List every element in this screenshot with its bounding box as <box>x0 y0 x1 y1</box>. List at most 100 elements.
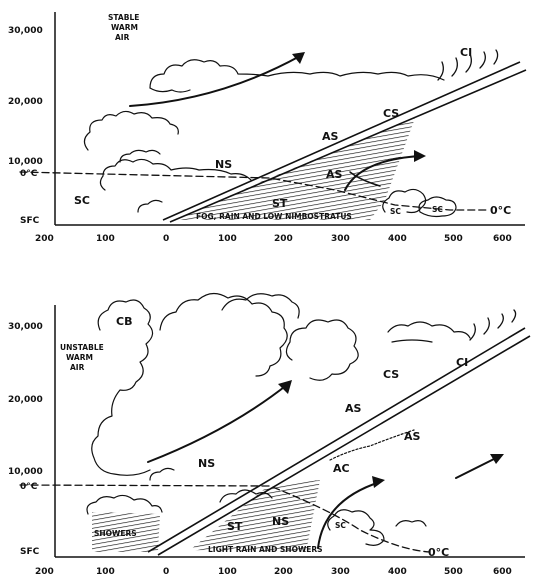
bottom-cirrus-hooks <box>469 309 517 341</box>
bottom-xtick: 300 <box>331 567 350 577</box>
top-air-label-line2: WARM <box>111 23 138 32</box>
bottom-cloud-showers <box>86 494 163 515</box>
bottom-label-ns-lower: NS <box>272 515 289 528</box>
top-air-label-line3: AIR <box>115 33 130 42</box>
top-air-label-line1: STABLE <box>108 13 139 22</box>
bottom-xtick: 100 <box>218 567 237 577</box>
top-label-ns: NS <box>215 158 232 171</box>
top-cloud-upper <box>149 59 445 89</box>
bottom-cloud-sc <box>327 509 385 546</box>
top-cloud-left-mid <box>83 110 179 151</box>
top-label-sc-right: SC <box>432 205 443 214</box>
bottom-arrow-right <box>455 455 501 479</box>
bottom-showers-hatch <box>92 512 160 552</box>
bottom-ytick-20000: 20,000 <box>8 395 43 405</box>
bottom-precip-hatch <box>190 480 320 552</box>
top-ytick-30000: 30,000 <box>8 26 43 36</box>
top-front-line-upper <box>162 61 521 221</box>
bottom-air-label-line1: UNSTABLE <box>60 343 104 352</box>
top-ytick-10000: 10,000 <box>8 157 43 167</box>
bottom-xtick: 200 <box>35 567 54 577</box>
bottom-cloud-upper-mid <box>159 292 288 377</box>
bottom-ytick-sfc: SFC <box>20 547 40 557</box>
top-xtick: 300 <box>331 234 350 244</box>
top-cloud-sc-mid <box>382 188 427 214</box>
bottom-cloud-ac-base <box>329 429 415 461</box>
top-label-cs: CS <box>383 107 399 120</box>
top-cloud-fragment <box>119 149 161 163</box>
top-front-line-lower <box>169 69 527 223</box>
bottom-xtick: 600 <box>493 567 512 577</box>
bottom-arrowhead-upper <box>278 380 292 394</box>
top-label-as-lower: AS <box>326 168 343 181</box>
bottom-arrow-upper <box>147 383 289 463</box>
bottom-arrowhead-lower <box>372 476 385 488</box>
top-freezing-line <box>19 171 489 211</box>
top-cloud-low-left <box>137 199 163 213</box>
top-xtick: 100 <box>218 234 237 244</box>
top-xtick: 200 <box>35 234 54 244</box>
top-cloud-upper-base <box>149 87 191 93</box>
bottom-arrowhead-right <box>490 454 504 464</box>
bottom-xtick: 400 <box>388 567 407 577</box>
bottom-freezing-label: 0°C <box>428 546 449 559</box>
top-cloud-sc-right <box>418 196 457 218</box>
top-arrow-small <box>349 171 381 187</box>
bottom-front-line-upper <box>147 327 526 553</box>
bottom-xtick: 500 <box>444 567 463 577</box>
top-cloud-ns <box>99 158 252 191</box>
bottom-cloud-cs-base <box>391 339 433 343</box>
top-label-sc-left: SC <box>74 194 90 207</box>
bottom-xtick: 200 <box>274 567 293 577</box>
bottom-label-as-upper: AS <box>345 402 362 415</box>
bottom-ytick-freezing: 0°C <box>20 482 38 492</box>
top-arrowhead-upper <box>292 52 305 64</box>
top-ytick-sfc: SFC <box>20 216 40 226</box>
top-xtick: 400 <box>388 234 407 244</box>
bottom-freezing-line <box>19 484 431 553</box>
top-panel: 30,000 20,000 10,000 0°C SFC 200 100 0 1… <box>8 12 527 244</box>
top-xtick: 200 <box>274 234 293 244</box>
top-arrowhead-lower <box>414 150 426 162</box>
top-arrow-upper <box>129 55 301 107</box>
bottom-cloud-ac-low <box>219 489 273 503</box>
bottom-front-line-lower <box>157 335 531 556</box>
top-arrow-lower <box>344 155 421 191</box>
bottom-ytick-10000: 10,000 <box>8 467 43 477</box>
bottom-cloud-cb <box>91 299 154 476</box>
top-label-as-upper: AS <box>322 130 339 143</box>
bottom-label-ci: CI <box>456 356 468 369</box>
bottom-panel: 30,000 20,000 10,000 0°C SFC 200 100 0 1… <box>8 292 531 577</box>
top-xtick: 600 <box>493 234 512 244</box>
bottom-air-label-line3: AIR <box>70 363 85 372</box>
bottom-label-ac: AC <box>333 462 350 475</box>
bottom-label-st: ST <box>227 520 243 533</box>
top-ground-text: FOG, RAIN AND LOW NIMBOSTRATUS <box>196 212 352 221</box>
top-ytick-freezing: 0°C <box>20 169 38 179</box>
bottom-label-as-lower: AS <box>404 430 421 443</box>
bottom-ground-text: LIGHT RAIN AND SHOWERS <box>208 545 323 554</box>
top-label-sc-mid: SC <box>390 207 401 216</box>
top-freezing-label: 0°C <box>490 204 511 217</box>
bottom-label-cb: CB <box>116 315 132 328</box>
top-label-ci: CI <box>460 46 472 59</box>
top-xtick: 100 <box>96 234 115 244</box>
bottom-cloud-center <box>285 319 359 381</box>
bottom-xtick: 100 <box>96 567 115 577</box>
bottom-xtick: 0 <box>163 567 169 577</box>
bottom-label-sc: SC <box>335 521 346 530</box>
bottom-label-ns: NS <box>198 457 215 470</box>
bottom-cloud-top-center <box>221 293 300 319</box>
bottom-ytick-30000: 30,000 <box>8 322 43 332</box>
bottom-cloud-fragment <box>149 467 175 481</box>
top-xtick: 500 <box>444 234 463 244</box>
bottom-cloud-cs <box>387 321 471 339</box>
top-ytick-20000: 20,000 <box>8 97 43 107</box>
bottom-cloud-sc-right <box>395 520 427 527</box>
bottom-air-label-line2: WARM <box>66 353 93 362</box>
bottom-arrow-lower <box>317 481 381 549</box>
bottom-label-cs: CS <box>383 368 399 381</box>
top-label-st: ST <box>272 197 288 210</box>
